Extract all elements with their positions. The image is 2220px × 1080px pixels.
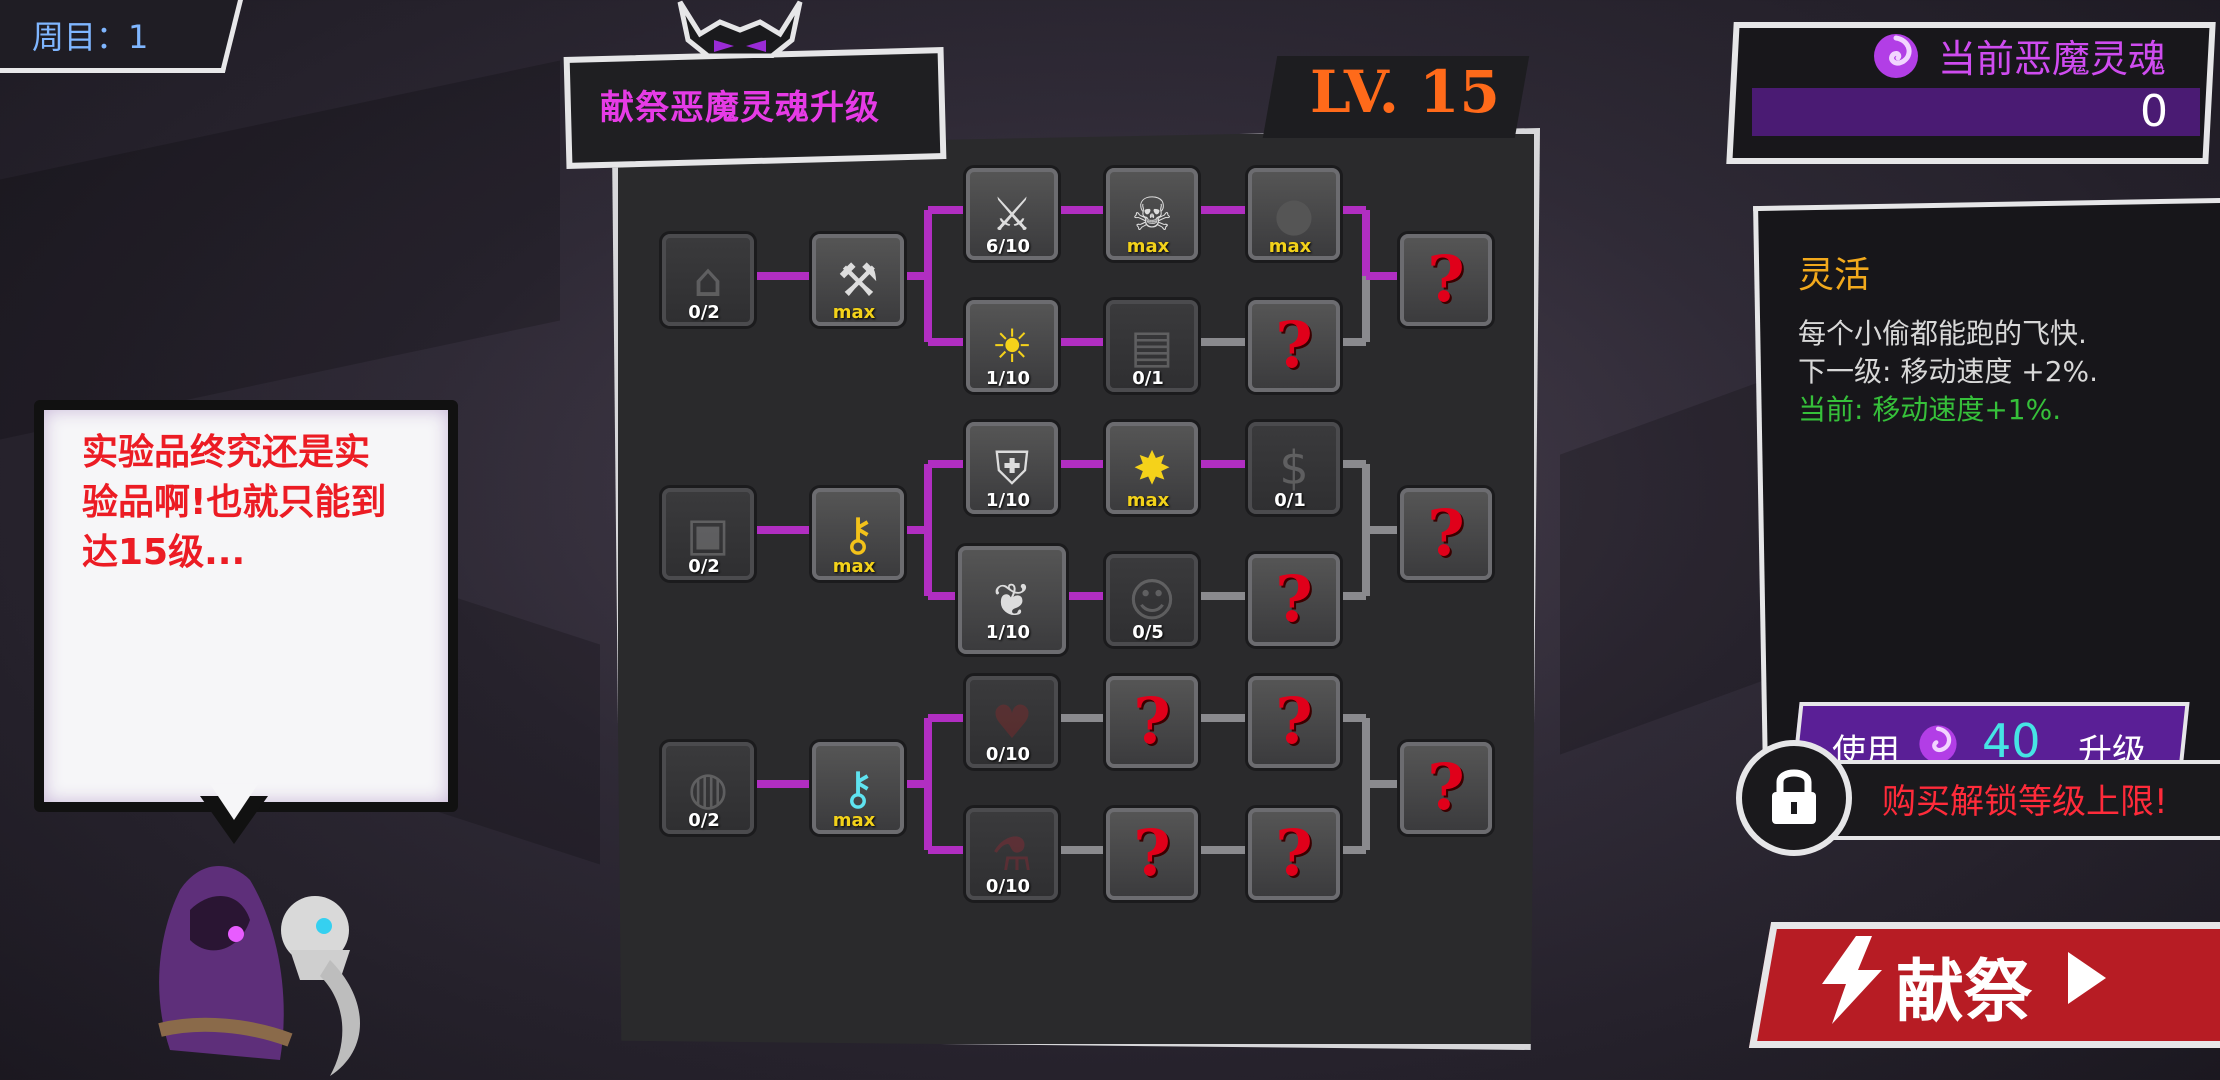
skill-node[interactable]: ? bbox=[1248, 808, 1340, 900]
demon-character-icon bbox=[158, 866, 360, 1076]
skill-node[interactable]: ⚔ bbox=[966, 168, 1058, 260]
skill-node[interactable]: ? bbox=[1106, 808, 1198, 900]
demon-soul-icon bbox=[1874, 34, 1918, 78]
skill-node[interactable]: ? bbox=[1248, 676, 1340, 768]
unlock-label: 购买解锁等级上限! bbox=[1882, 782, 2168, 822]
cyan-gem-key-icon: ⚷ bbox=[841, 761, 875, 815]
gold-key-icon: ⚷ bbox=[841, 507, 875, 561]
skill-node-level: 0/1 bbox=[1132, 368, 1164, 389]
skill-node-level: max bbox=[1126, 236, 1170, 257]
skill-node-level: max bbox=[832, 556, 876, 577]
skill-node[interactable]: ? bbox=[1400, 234, 1492, 326]
bomb-icon: ● bbox=[1273, 187, 1315, 241]
skill-node[interactable]: ● bbox=[1248, 168, 1340, 260]
question-mark-icon: ? bbox=[1275, 562, 1313, 637]
cycle-label: 周目：1 bbox=[32, 18, 149, 56]
axe-icon: ⚒ bbox=[837, 253, 879, 307]
skill-node-level: 0/10 bbox=[985, 876, 1031, 897]
skill-node[interactable]: $ bbox=[1248, 422, 1340, 514]
pot-icon: ◍ bbox=[687, 761, 729, 815]
question-mark-icon: ? bbox=[1427, 496, 1465, 571]
soul-label: 当前恶魔灵魂 bbox=[1938, 37, 2167, 81]
treasure-chest-icon: ▣ bbox=[686, 507, 730, 561]
skill-node-level: 1/10 bbox=[985, 490, 1031, 511]
skill-node[interactable]: ❦ bbox=[958, 546, 1066, 654]
page-title: 献祭恶魔灵魂升级 bbox=[600, 88, 880, 128]
skill-node[interactable]: ☠ bbox=[1106, 168, 1198, 260]
lightning-bolt-icon bbox=[1822, 936, 1882, 1024]
skill-node-level: 0/2 bbox=[688, 556, 720, 577]
unlock-level-cap-button[interactable] bbox=[1798, 760, 2220, 840]
question-mark-icon: ? bbox=[1427, 242, 1465, 317]
skill-node[interactable]: ⛨ bbox=[966, 422, 1058, 514]
skill-node[interactable]: ⚷ bbox=[812, 488, 904, 580]
skill-node-level: 0/10 bbox=[985, 744, 1031, 765]
skill-node[interactable]: ⚗ bbox=[966, 808, 1058, 900]
skill-node[interactable]: ♥ bbox=[966, 676, 1058, 768]
skill-node[interactable]: ⚒ bbox=[812, 234, 904, 326]
soul-bar bbox=[1752, 88, 2200, 136]
skill-node-level: 0/1 bbox=[1274, 490, 1306, 511]
question-mark-icon: ? bbox=[1427, 750, 1465, 825]
soul-value: 0 bbox=[2140, 86, 2168, 137]
skill-node[interactable]: ? bbox=[1106, 676, 1198, 768]
question-mark-icon: ? bbox=[1275, 684, 1313, 759]
skill-node[interactable]: ? bbox=[1248, 300, 1340, 392]
level-indicator: LV. 15 bbox=[1310, 58, 1500, 126]
speech-bubble bbox=[34, 400, 458, 812]
treasure-burst-icon: ✸ bbox=[1132, 441, 1172, 495]
demon-head-icon bbox=[677, 0, 803, 58]
heart-up-icon: ♥ bbox=[991, 695, 1033, 749]
skill-node[interactable]: ⌂ bbox=[662, 234, 754, 326]
tavern-sign-icon: ⌂ bbox=[693, 253, 723, 307]
play-arrow-icon bbox=[2068, 952, 2106, 1004]
skill-node-level: max bbox=[1268, 236, 1312, 257]
skill-node-level: 0/5 bbox=[1132, 622, 1164, 643]
skill-node[interactable]: ? bbox=[1248, 554, 1340, 646]
skill-node-level: 0/2 bbox=[688, 810, 720, 831]
skill-node-level: 0/2 bbox=[688, 302, 720, 323]
question-mark-icon: ? bbox=[1133, 816, 1171, 891]
winged-boot-icon: ❦ bbox=[992, 573, 1032, 627]
skill-node-level: 1/10 bbox=[985, 368, 1031, 389]
padlock-icon bbox=[1772, 769, 1816, 824]
question-mark-icon: ? bbox=[1275, 308, 1313, 383]
skill-node[interactable]: ✸ bbox=[1106, 422, 1198, 514]
skill-node-level: 6/10 bbox=[985, 236, 1031, 257]
speech-bubble-tail-inner bbox=[210, 784, 258, 820]
skill-node[interactable]: ? bbox=[1400, 742, 1492, 834]
potion-icon: ⚗ bbox=[991, 827, 1033, 881]
sacrifice-label: 献祭 bbox=[1896, 953, 2033, 1032]
skill-node[interactable]: ☀ bbox=[966, 300, 1058, 392]
shield-defense-up-icon: ⛨ bbox=[994, 441, 1030, 495]
skill-node[interactable]: ☺ bbox=[1106, 554, 1198, 646]
armor-crate-icon: ▤ bbox=[1130, 319, 1174, 373]
sword-attack-up-icon: ⚔ bbox=[991, 187, 1033, 241]
skill-description: 每个小偷都能跑的飞快. bbox=[1798, 317, 2087, 350]
sale-sign-icon: $ bbox=[1279, 441, 1309, 495]
skill-name: 灵活 bbox=[1798, 255, 1871, 296]
skill-node-level: 1/10 bbox=[985, 622, 1031, 643]
skill-current-level: 当前: 移动速度+1%. bbox=[1798, 393, 2062, 426]
skill-node-level: max bbox=[832, 302, 876, 323]
question-mark-icon: ? bbox=[1275, 816, 1313, 891]
skill-node[interactable]: ? bbox=[1400, 488, 1492, 580]
skill-node[interactable]: ▣ bbox=[662, 488, 754, 580]
skill-node[interactable]: ▤ bbox=[1106, 300, 1198, 392]
skill-node[interactable]: ⚷ bbox=[812, 742, 904, 834]
demon-soul-icon bbox=[1919, 725, 1957, 763]
thief-money-bag-icon: ☠ bbox=[1131, 187, 1173, 241]
skill-node[interactable]: ◍ bbox=[662, 742, 754, 834]
ghost-icon: ☺ bbox=[1128, 573, 1176, 627]
skill-tree-panel bbox=[612, 128, 1540, 1050]
question-mark-icon: ? bbox=[1133, 684, 1171, 759]
skill-node-level: max bbox=[832, 810, 876, 831]
sun-speed-up-icon: ☀ bbox=[991, 319, 1033, 373]
skill-next-level: 下一级: 移动速度 +2%. bbox=[1798, 355, 2099, 388]
skill-node-level: max bbox=[1126, 490, 1170, 511]
upgrade-cost: 40 bbox=[1982, 714, 2041, 768]
speech-text: 实验品终究还是实验品啊!也就只能到达15级... bbox=[82, 432, 387, 573]
